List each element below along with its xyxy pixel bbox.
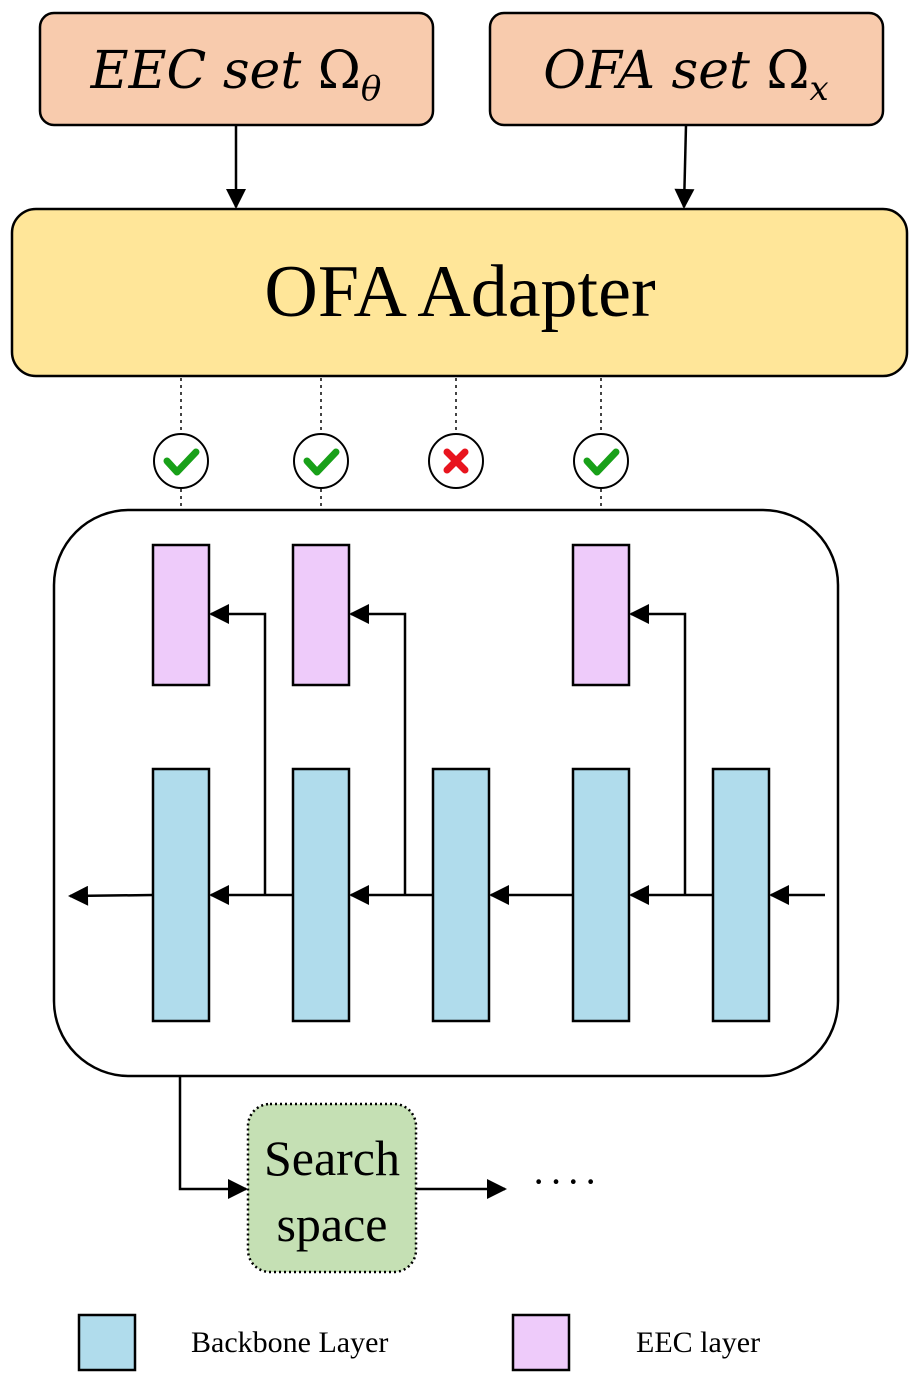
container-to-search-arrow [178, 1077, 248, 1199]
eec-layer-2 [291, 543, 351, 687]
ofa-adapter-box: OFA Adapter [10, 207, 909, 378]
legend-eec-label: EEC layer [636, 1326, 760, 1359]
main-flow-arrows [68, 885, 825, 906]
search-space-line-1: Search [264, 1130, 400, 1186]
eec-branch-arrows [209, 604, 687, 895]
backbone-layer-5 [711, 767, 771, 1023]
ellipsis: ···· [532, 1159, 601, 1204]
gate-2-check-icon [293, 433, 349, 489]
backbone-layer-4 [571, 767, 631, 1023]
search-space-line-2: space [276, 1196, 387, 1252]
eec-layer-1 [151, 543, 211, 687]
backbone-layers [151, 767, 771, 1023]
legend-backbone-label: Backbone Layer [191, 1326, 388, 1359]
backbone-layer-1 [151, 767, 211, 1023]
legend: Backbone Layer EEC layer [77, 1313, 760, 1372]
legend-eec-swatch [511, 1313, 571, 1372]
search-space-box: Search space [246, 1102, 418, 1274]
ofa-adapter-label: OFA Adapter [264, 251, 655, 333]
ofa-to-adapter-arrow [674, 124, 695, 209]
gate-3-cross-icon [428, 433, 484, 489]
legend-backbone-swatch [77, 1313, 137, 1372]
ofa-set-box: OFA set Ωx [488, 11, 885, 127]
backbone-layer-2 [291, 767, 351, 1023]
gate-4-check-icon [573, 433, 629, 489]
eec-layer-4 [571, 543, 631, 687]
eec-set-label: EEC set Ωθ [90, 41, 382, 109]
ofa-set-label: OFA set Ωx [543, 41, 828, 109]
gate-1-check-icon [153, 433, 209, 489]
backbone-layer-3 [431, 767, 491, 1023]
eec-set-box: EEC set Ωθ [38, 11, 435, 127]
